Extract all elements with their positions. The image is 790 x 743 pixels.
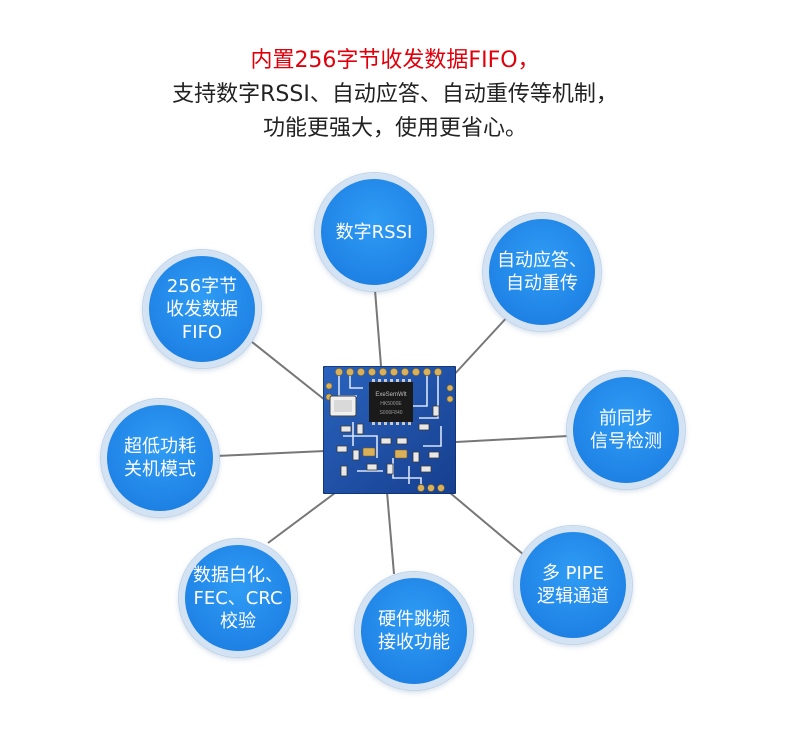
feature-rssi: 数字RSSI: [315, 173, 433, 291]
rf-module-board: ExeSemWlt HK5000E S006F840: [323, 366, 456, 494]
feature-whitening: 数据白化、 FEC、CRC 校验: [179, 539, 297, 657]
summary-line-fifo: 内置256字节收发数据FIFO，: [250, 48, 540, 73]
smd-components: [336, 405, 440, 477]
connector-whitening: [267, 489, 340, 544]
summary-line-mechanisms: 支持数字RSSI、自动应答、自动重传等机制，: [172, 82, 618, 107]
transceiver-chip: ExeSemWlt HK5000E S006F840: [369, 379, 413, 425]
feature-auto-ack: 自动应答、 自动重传: [483, 213, 601, 331]
connector-rssi: [374, 289, 382, 367]
top-pads: [325, 368, 454, 492]
feature-preamble: 前同步 信号检测: [567, 371, 685, 489]
feature-low-power: 超低功耗 关机模式: [101, 399, 219, 517]
feature-summary: 内置256字节收发数据FIFO， 支持数字RSSI、自动应答、自动重传等机制， …: [0, 44, 790, 146]
chip-label-model: HK5000E: [380, 401, 402, 407]
chip-label-brand: ExeSemWlt: [375, 392, 407, 398]
connector-multi-pipe: [442, 486, 525, 556]
chip-label-lot: S006F840: [379, 410, 402, 416]
summary-line-benefit: 功能更强大，使用更省心。: [262, 116, 527, 141]
inductor-coils: [362, 447, 408, 459]
connector-freq-hop: [386, 491, 395, 575]
feature-fifo: 256字节 收发数据 FIFO: [143, 250, 261, 368]
connector-fifo: [251, 341, 331, 405]
crystal-oscillator: [329, 395, 357, 417]
connector-preamble: [455, 435, 569, 443]
connector-low-power: [215, 450, 326, 457]
connector-auto-ack: [450, 313, 511, 379]
feature-freq-hop: 硬件跳频 接收功能: [355, 572, 473, 690]
feature-multi-pipe: 多 PIPE 逻辑通道: [514, 526, 632, 644]
